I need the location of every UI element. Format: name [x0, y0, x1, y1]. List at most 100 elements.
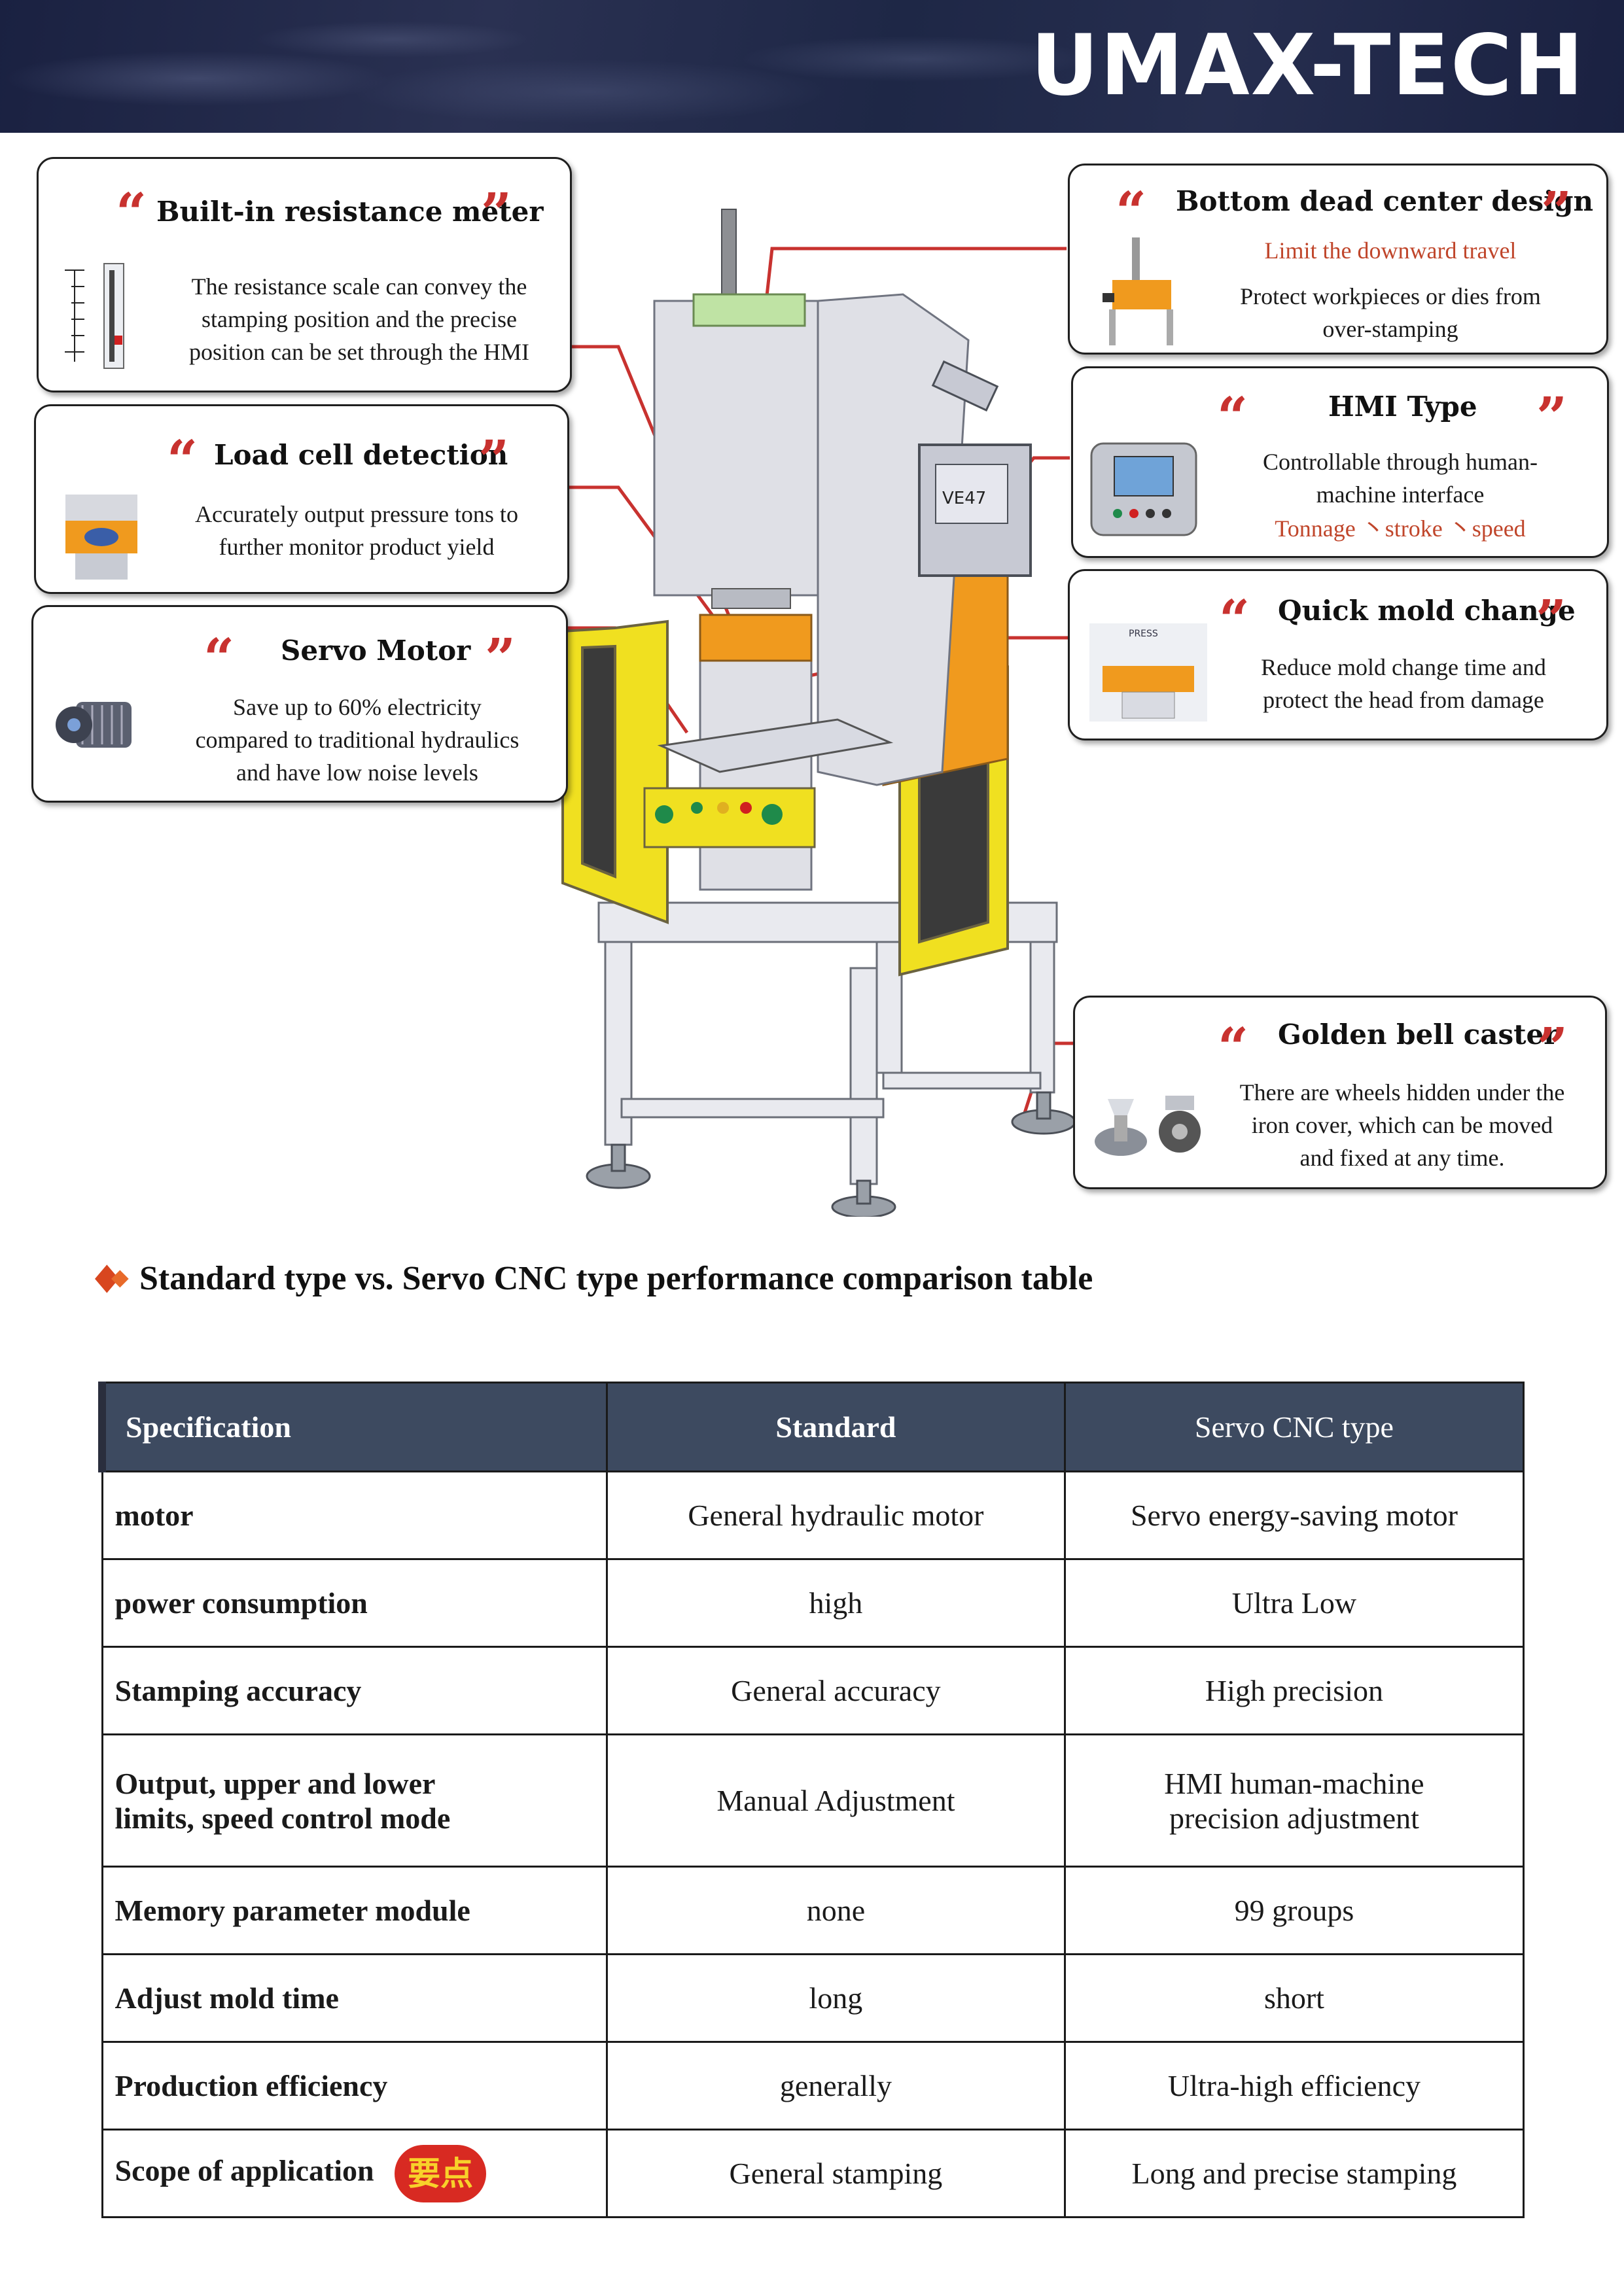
standard-value: generally: [605, 2041, 1066, 2131]
connector-loadcell: [568, 485, 748, 662]
callout-accent: Tonnage 丶stroke 丶speed: [1275, 515, 1526, 542]
callout-line: protect the head from damage: [1263, 687, 1544, 713]
standard-value: Manual Adjustment: [605, 1733, 1066, 1868]
callout-line: Accurately output pressure tons to: [195, 501, 518, 527]
table-header-row: Specification Standard Servo CNC type: [97, 1382, 1525, 1472]
section-title-text: Standard type vs. Servo CNC type perform…: [139, 1260, 1093, 1297]
table-row: motor General hydraulic motor Servo ener…: [101, 1470, 1525, 1560]
callout-line: The resistance scale can convey the: [191, 273, 527, 300]
close-quote-icon: ”: [485, 627, 516, 690]
servo-value: short: [1063, 1953, 1525, 2043]
callout-body: Reduce mold change time and protect the …: [1214, 651, 1593, 716]
callout-line: position can be set through the HMI: [189, 339, 529, 365]
servo-value: Ultra Low: [1063, 1558, 1525, 1648]
callout-line: Reduce mold change time and: [1261, 654, 1546, 680]
callout-body: The resistance scale can convey the stam…: [163, 270, 556, 368]
header-texture: [0, 0, 1624, 133]
callout-title: Quick mold change: [1278, 595, 1576, 627]
table-row: Scope of application 要点 General stamping…: [101, 2129, 1525, 2218]
caster-thumb: [1095, 1096, 1201, 1156]
row-label: Production efficiency: [101, 2041, 608, 2131]
open-quote-icon: “: [1218, 1017, 1249, 1079]
thumb-press-label: PRESS: [1129, 629, 1158, 639]
callout-body: Controllable through human- machine inte…: [1210, 445, 1590, 511]
header-standard: Standard: [605, 1382, 1066, 1472]
resistance-scale-thumb: [65, 263, 124, 369]
brand-logo: UMAX-TECH: [1031, 17, 1585, 114]
row-label: Adjust mold time: [101, 1953, 608, 2043]
diamond-bullet-icon: [95, 1264, 129, 1293]
bottom-dead-center-thumb: [1103, 237, 1173, 345]
callout-body: Protect workpieces or dies from over-sta…: [1194, 280, 1587, 345]
load-cell-thumb: [65, 495, 137, 580]
open-quote-icon: “: [1219, 589, 1250, 652]
callout-load-cell: “ Load cell detection ” Accurately outpu…: [34, 404, 569, 594]
callout-resistance-meter: “ Built-in resistance meter ” The resist…: [37, 157, 572, 392]
callout-title: Load cell detection: [214, 439, 508, 471]
press-machine-illustration: VE47: [561, 209, 1073, 1217]
callout-line: and have low noise levels: [236, 759, 478, 786]
close-quote-icon: ”: [1537, 1017, 1568, 1079]
table-row: Stamping accuracy General accuracy High …: [101, 1646, 1525, 1735]
row-label: motor: [101, 1470, 608, 1560]
close-quote-icon: ”: [1541, 181, 1572, 243]
close-quote-icon: ”: [1536, 589, 1567, 652]
callout-line: and fixed at any time.: [1299, 1145, 1505, 1171]
standard-value: none: [605, 1866, 1066, 1955]
hmi-panel-thumb: [1090, 442, 1197, 536]
callout-servo-motor: “ Servo Motor ” Save up to 60% electrici…: [31, 605, 568, 803]
callout-line: machine interface: [1316, 481, 1485, 508]
comparison-table: Specification Standard Servo CNC type mo…: [97, 1382, 1525, 2218]
open-quote-icon: “: [1217, 386, 1248, 449]
quick-mold-thumb: PRESS: [1089, 623, 1207, 722]
servo-value: HMI human-machine precision adjustment: [1063, 1733, 1525, 1868]
callout-bottom-dead-center: “ Bottom dead center design ” Limit the …: [1068, 164, 1608, 355]
callout-line: further monitor product yield: [219, 534, 495, 560]
callout-line: Save up to 60% electricity: [233, 694, 482, 720]
callout-line: compared to traditional hydraulics: [195, 727, 520, 753]
table-row: Memory parameter module none 99 groups: [101, 1866, 1525, 1955]
comparison-section-title: Standard type vs. Servo CNC type perform…: [95, 1259, 1093, 1298]
row-label: Memory parameter module: [101, 1866, 608, 1955]
callout-line: Controllable through human-: [1263, 449, 1538, 475]
row-label: power consumption: [101, 1558, 608, 1648]
close-quote-icon: ”: [481, 182, 512, 245]
callout-line: iron cover, which can be moved: [1251, 1112, 1553, 1138]
header-servo-cnc: Servo CNC type: [1063, 1382, 1525, 1472]
row-label: Stamping accuracy: [101, 1646, 608, 1735]
standard-value: long: [605, 1953, 1066, 2043]
callout-body: Save up to 60% electricity compared to t…: [161, 691, 554, 789]
key-point-badge: 要点: [395, 2144, 487, 2202]
servo-value: High precision: [1063, 1646, 1525, 1735]
page-header: UMAX-TECH: [0, 0, 1624, 133]
standard-value: General accuracy: [605, 1646, 1066, 1735]
table-row: Output, upper and lower limits, speed co…: [101, 1733, 1525, 1868]
standard-value: General stamping: [605, 2129, 1066, 2218]
table-row: Production efficiency generally Ultra-hi…: [101, 2041, 1525, 2131]
callout-title: Bottom dead center design: [1176, 185, 1593, 217]
callout-hmi-type: “ HMI Type ” Controllable through human-…: [1071, 366, 1609, 558]
servo-value: Long and precise stamping: [1063, 2129, 1525, 2218]
row-label: Scope of application: [115, 2153, 374, 2187]
callout-golden-bell-caster: “ Golden bell caster ” There are wheels …: [1073, 996, 1607, 1189]
open-quote-icon: “: [167, 429, 198, 492]
callout-accent: Limit the downward travel: [1264, 237, 1517, 264]
callout-line: stamping position and the precise: [202, 306, 517, 332]
callout-quick-mold-change: “ Quick mold change ” PRESS Reduce mold …: [1068, 569, 1608, 740]
callout-title: Servo Motor: [281, 635, 471, 667]
open-quote-icon: “: [1116, 181, 1147, 243]
callout-title: HMI Type: [1328, 391, 1477, 423]
hmi-screen-text: VE47: [942, 489, 986, 508]
callout-line: Protect workpieces or dies from: [1240, 283, 1541, 309]
open-quote-icon: “: [116, 182, 147, 245]
row-label-with-badge: Scope of application 要点: [101, 2129, 608, 2218]
callout-title: Golden bell caster: [1278, 1018, 1559, 1051]
close-quote-icon: ”: [478, 429, 510, 492]
servo-value: 99 groups: [1063, 1866, 1525, 1955]
row-label: Output, upper and lower limits, speed co…: [101, 1733, 608, 1868]
table-row: Adjust mold time long short: [101, 1953, 1525, 2043]
close-quote-icon: ”: [1536, 386, 1568, 449]
callout-title: Built-in resistance meter: [156, 196, 544, 228]
open-quote-icon: “: [203, 627, 235, 690]
callout-body: There are wheels hidden under the iron c…: [1212, 1076, 1592, 1174]
